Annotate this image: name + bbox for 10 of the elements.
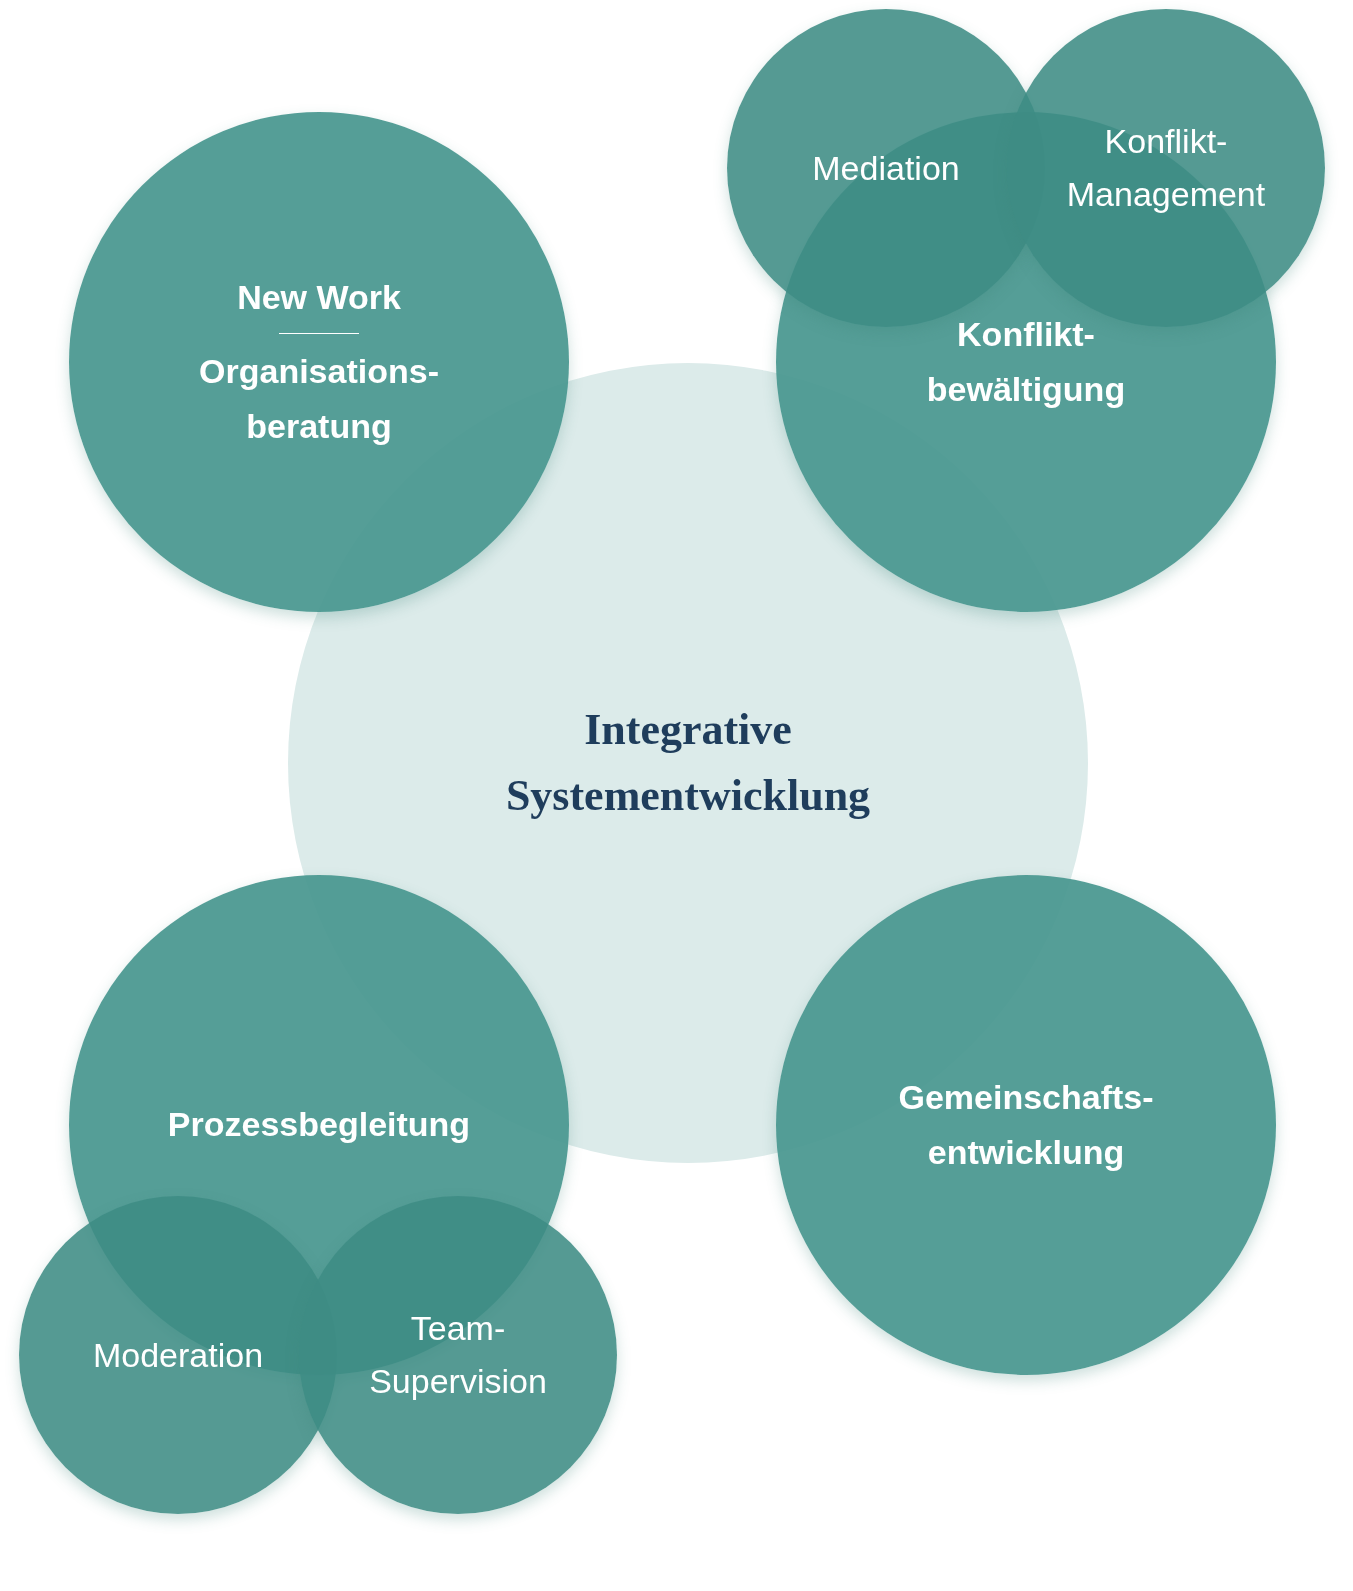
topic-label: Konflikt-bewältigung <box>925 313 1127 410</box>
topic-label: Integrative Systementwicklung <box>504 704 872 822</box>
topic-label: Konflikt-Management <box>1065 121 1267 215</box>
topic-label: Mediation <box>811 147 961 189</box>
topic-heading: New Work <box>236 276 402 318</box>
topic-label: Team-Supervision <box>368 1308 548 1402</box>
topic-label: Moderation <box>91 1334 265 1376</box>
topic-label: Gemeinschafts-entwicklung <box>897 1076 1155 1173</box>
topic-label: Prozessbegleitung <box>166 1104 472 1146</box>
topic-label: Organisations-beratung <box>198 350 440 448</box>
